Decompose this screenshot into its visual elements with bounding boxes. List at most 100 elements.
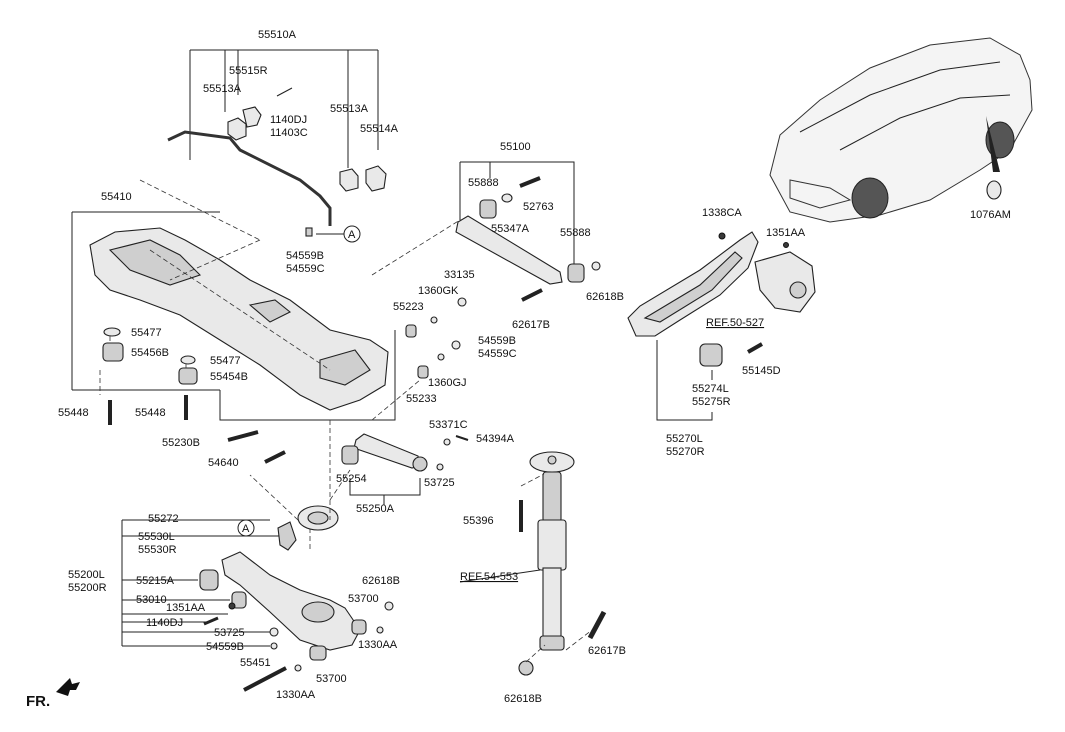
label-54559C-2: 54559C: [478, 348, 517, 360]
bushing-55513A: [227, 117, 247, 141]
trailing-arm-group: REF.50-527: [627, 231, 816, 421]
lower-arm-group: A: [121, 474, 394, 692]
label-55200L: 55200L: [68, 569, 105, 581]
shock-eye: [539, 635, 565, 651]
nut-33135: [457, 297, 467, 307]
spring-seat-inner: [307, 511, 329, 525]
ref-54-553[interactable]: REF.54-553: [460, 571, 518, 583]
upper-arm-group: [455, 161, 601, 302]
label-62618B-1: 62618B: [586, 291, 624, 303]
shock-body-lower: [542, 567, 562, 641]
label-62617B-2: 62617B: [588, 645, 626, 657]
label-62617B-1: 62617B: [512, 319, 550, 331]
label-54559C-1: 54559C: [286, 263, 325, 275]
ball-joint: [412, 456, 428, 472]
shock-body-upper: [537, 519, 567, 571]
car-illustration: [769, 37, 1033, 223]
label-55454B: 55454B: [210, 371, 248, 383]
bushing-55223: [405, 324, 417, 338]
label-55274L: 55274L: [692, 383, 729, 395]
label-54640: 54640: [208, 457, 239, 469]
pin-54394A: [455, 435, 469, 441]
bushing-55215A: [199, 569, 219, 591]
label-55448-2: 55448: [135, 407, 166, 419]
label-55514A: 55514A: [360, 123, 399, 135]
bushing-55454B: [178, 367, 198, 385]
label-55513A-2: 55513A: [330, 103, 369, 115]
bushing-55888-b: [567, 263, 585, 283]
label-55230B: 55230B: [162, 437, 200, 449]
shock-mount-nut: [547, 455, 557, 465]
label-54559B-1: 54559B: [286, 250, 324, 262]
bolt-1351AA: [783, 242, 789, 248]
label-1351AA-2: 1351AA: [166, 602, 206, 614]
label-54394A: 54394A: [476, 433, 515, 445]
label-55477-1: 55477: [131, 327, 162, 339]
label-54559B-2: 54559B: [478, 335, 516, 347]
plug-1076AM: [986, 180, 1002, 200]
bolt-62617B-b: [587, 610, 607, 640]
label-33135: 33135: [444, 269, 475, 281]
ref-50-527[interactable]: REF.50-527: [706, 317, 764, 329]
label-55451: 55451: [240, 657, 271, 669]
nut-53371C: [443, 438, 451, 446]
label-55254: 55254: [336, 473, 367, 485]
crossmember-bracket: [319, 349, 371, 386]
nut-62618B-b: [384, 601, 394, 611]
label-53700-2: 53700: [316, 673, 347, 685]
bolt-55145D: [747, 342, 763, 354]
lower-arm-55200: [221, 551, 361, 651]
label-1351AA-1: 1351AA: [766, 227, 806, 239]
stabilizer-bar: [167, 130, 332, 226]
label-53371C: 53371C: [429, 419, 468, 431]
label-1330AA-2: 1330AA: [276, 689, 316, 701]
label-55250A: 55250A: [356, 503, 395, 515]
car-front-wheel: [851, 177, 889, 219]
bushing-55888-a: [479, 199, 497, 219]
bolt-52763: [519, 176, 541, 188]
label-55530R: 55530R: [138, 544, 177, 556]
label-55513A-1: 55513A: [203, 83, 242, 95]
bolt-55230B: [227, 430, 259, 442]
label-1076AM: 1076AM: [970, 209, 1011, 221]
bushing-53010: [231, 591, 247, 609]
label-1140DJ-1: 1140DJ: [270, 114, 307, 126]
bracket-55515R: [242, 106, 262, 128]
bolt-1338CA: [718, 232, 726, 240]
pointer-1076AM: [986, 116, 1000, 172]
label-53700-1: 53700: [348, 593, 379, 605]
front-arrow-icon: [56, 678, 80, 696]
label-62618B-2: 62618B: [362, 575, 400, 587]
bushing-55456B: [102, 342, 124, 362]
washer-1330AA: [376, 626, 384, 634]
bolt-55451: [243, 666, 287, 692]
label-53725-2: 53725: [214, 627, 245, 639]
label-55223: 55223: [393, 301, 424, 313]
label-54559B-3: 54559B: [206, 641, 244, 653]
washer-1360GK: [430, 316, 438, 324]
label-55233: 55233: [406, 393, 437, 405]
label-53010: 53010: [136, 594, 167, 606]
label-1360GK: 1360GK: [418, 285, 459, 297]
bolt-62617B: [521, 288, 543, 302]
bolt-1140DJ-b: [203, 616, 219, 626]
bolt-54640: [264, 450, 286, 464]
bracket-55514A: [365, 165, 387, 192]
crossmember-group: [71, 211, 396, 464]
lateral-link-group: [341, 433, 469, 505]
label-62618B-3: 62618B: [504, 693, 542, 705]
label-1360GJ: 1360GJ: [428, 377, 467, 389]
marker-a-bottom: [237, 519, 255, 537]
knuckle-hub: [789, 281, 807, 299]
label-11403C: 11403C: [270, 127, 308, 139]
link-55530L: [277, 521, 297, 551]
crossmember-arm: [108, 239, 202, 286]
washer-53725: [436, 463, 444, 471]
bushing-53700: [351, 619, 367, 635]
part-labels: 55510A 55515R 55513A 1140DJ 11403C 55513…: [58, 29, 1011, 705]
lower-arm-seat: [301, 601, 335, 623]
label-55888-2: 55888: [560, 227, 591, 239]
crossmember-mount: [248, 299, 292, 323]
label-55215A: 55215A: [136, 575, 175, 587]
